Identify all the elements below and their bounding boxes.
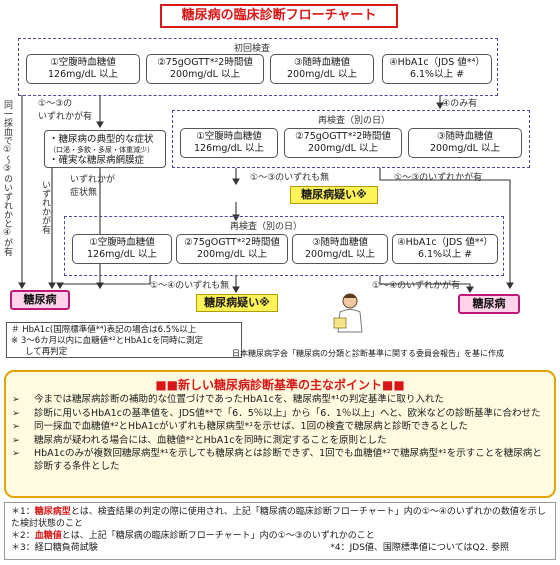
points-title: ■■新しい糖尿病診断基準の主なポイント■■: [155, 378, 405, 392]
item-line2: 200mg/dL 以上: [197, 249, 267, 260]
initial-test-label: 初回検査: [234, 44, 271, 54]
arrow-icon: ➢: [12, 407, 20, 419]
footnote-text: とは、検査結果の判定の際に使用され、上記「糖尿病の臨床診断フローチャート」内の①…: [11, 507, 546, 529]
footnote-2: ＊2：血糖値とは、上記「糖尿病の臨床診断フローチャート」内の①～③のいずれかのこ…: [11, 531, 375, 541]
page-title: 糖尿病の臨床診断フローチャート: [160, 4, 398, 28]
item-line1: ③随時血糖値: [436, 131, 494, 142]
retest2-label: 再検査（別の日）: [230, 222, 303, 232]
item-line2: 126mg/dL 以上: [194, 143, 264, 154]
item-line2: 126mg/dL 以上: [48, 69, 118, 80]
retest1-ogtt: ②75gOGTT*²2時間値 200mg/dL 以上: [284, 128, 402, 158]
arrow-icon: ➢: [12, 394, 20, 405]
symptom-line3: ・確実な糖尿病網膜症: [49, 155, 145, 166]
result-diabetes-left: 糖尿病: [10, 290, 70, 310]
points-item-text: HbA1cのみが複数回糖尿病型*¹を示しても糖尿病とは診断できず、1回でも血糖値…: [34, 448, 542, 472]
points-item: ➢ 診断に用いるHbA1cの基準値を、JDS値*⁴で「6．5％以上」から「6．1％…: [12, 408, 546, 421]
retest1-random: ③随時血糖値 200mg/dL 以上: [408, 128, 522, 158]
footnote-term: 血糖値: [34, 531, 62, 541]
item-line1: ④HbA1c（JDS 値*⁴）: [389, 57, 485, 68]
item-line2: 6.1%以上 #: [409, 69, 465, 80]
item-line2: 200mg/dL 以上: [170, 69, 240, 80]
initial-test-group: [18, 38, 498, 96]
item-line1: ①空腹時血糖値: [50, 57, 116, 68]
points-item-text: 同一採血で血糖値*²とHbA1cがいずれも糖尿病型*¹を示せば、1回の検査で糖尿…: [34, 421, 468, 432]
notes-box: ＃ HbA1c(国際標準値*⁴)表記の場合は6.5%以上 ※ 3～6カ月以内に血…: [6, 322, 242, 358]
symptom-line1: ・糖尿病の典型的な症状: [49, 134, 154, 145]
points-item: ➢ 糖尿病が疑われる場合には、血糖値*²とHbA1cを同時に測定することを原則とし…: [12, 435, 546, 448]
note-kome2: して再判定: [25, 347, 68, 357]
label-only4: ④のみ有: [442, 99, 478, 109]
footnote-4: *4：JDS値、国際標準値についてはQ2. 参照: [330, 543, 509, 553]
item-line1: ④HbA1c（JDS 値*⁴）: [397, 237, 493, 248]
item-line1: ①空腹時血糖値: [89, 237, 155, 248]
source-text: 日本糖尿病学会「糖尿病の分類と診断基準に関する委員会報告」を基に作成: [232, 349, 504, 358]
footnotes: ＊1：糖尿病型とは、検査結果の判定の際に使用され、上記「糖尿病の臨床診断フローチ…: [4, 502, 556, 560]
retest2-hba1c: ④HbA1c（JDS 値*⁴） 6.1%以上 #: [392, 234, 498, 264]
retest2-ogtt: ②75gOGTT*²2時間値 200mg/dL 以上: [176, 234, 288, 264]
points-item-text: 診断に用いるHbA1cの基準値を、JDS値*⁴で「6．5％以上」から「6．1％以…: [34, 407, 541, 419]
initial-test-random: ③随時血糖値 200mg/dL 以上: [270, 54, 374, 84]
label-any-symptom: いずれかが有: [40, 180, 50, 234]
item-line2: 200mg/dL 以上: [308, 143, 378, 154]
label-symptom-none: いずれかが 症状無: [70, 175, 116, 198]
arrow-icon: ➢: [12, 448, 20, 459]
points-item: ➢ HbA1cのみが複数回糖尿病型*¹を示しても糖尿病とは診断できず、1回でも血糖…: [12, 448, 546, 473]
label-r2-any: ①～④のいずれかが有: [372, 281, 461, 291]
label-r1-none: ①～③のいずれも無: [250, 173, 330, 183]
retest2-fasting: ①空腹時血糖値 126mg/dL 以上: [72, 234, 172, 264]
result-suspect-1: 糖尿病疑い※: [290, 186, 378, 204]
result-suspect-2: 糖尿病疑い※: [196, 294, 278, 312]
points-item-text: 今までは糖尿病診断の補助的な位置づけであったHbA1cを、糖尿病型*¹の判定基準…: [34, 394, 444, 405]
label-r2-none: ①～④のいずれも無: [150, 281, 230, 291]
doctor-illustration: [333, 293, 363, 333]
item-line1: ③随時血糖値: [311, 237, 369, 248]
footnote-1: ＊1：糖尿病型とは、検査結果の判定の際に使用され、上記「糖尿病の臨床診断フローチ…: [11, 507, 546, 529]
item-line1: ①空腹時血糖値: [196, 131, 262, 142]
retest1-fasting: ①空腹時血糖値 126mg/dL 以上: [180, 128, 278, 158]
footnote-3: ＊3：経口糖負荷試験: [11, 543, 98, 553]
initial-test-ogtt: ②75gOGTT*²2時間値 200mg/dL 以上: [146, 54, 264, 84]
arrow-icon: ➢: [12, 434, 20, 446]
result-diabetes-right: 糖尿病: [458, 294, 520, 314]
retest2-group: [64, 216, 504, 276]
points-item-text: 糖尿病が疑われる場合には、血糖値*²とHbA1cを同時に測定することを原則とした: [34, 434, 387, 446]
note-kome1: ※ 3～6カ月以内に血糖値*²とHbA1cを同時に測定: [11, 336, 203, 346]
label-same-sample: 同一採血で①～③のいずれかと④が有: [2, 100, 12, 256]
item-line2: 126mg/dL 以上: [87, 249, 157, 260]
item-line2: 200mg/dL 以上: [305, 249, 375, 260]
retest1-label: 再検査（別の日）: [318, 116, 391, 126]
symptom-line2: （口渇・多飲・多尿・体重減少）: [49, 146, 154, 154]
initial-test-fasting: ①空腹時血糖値 126mg/dL 以上: [26, 54, 140, 84]
points-item: ➢ 同一採血で血糖値*²とHbA1cがいずれも糖尿病型*¹を示せば、1回の検査で糖…: [12, 421, 546, 434]
item-line1: ③随時血糖値: [293, 57, 351, 68]
item-line2: 200mg/dL 以上: [430, 143, 500, 154]
initial-test-hba1c: ④HbA1c（JDS 値*⁴） 6.1%以上 #: [382, 54, 492, 84]
item-line1: ②75gOGTT*²2時間値: [157, 57, 253, 68]
label-any-1-3: ①～③の いずれかが有: [38, 99, 93, 122]
retest2-random: ③随時血糖値 200mg/dL 以上: [292, 234, 388, 264]
footnote-text: とは、上記「糖尿病の臨床診断フローチャート」内の①～③のいずれかのこと: [61, 531, 375, 541]
footnote-term: 糖尿病型: [34, 507, 71, 517]
item-line2: 6.1%以上 #: [417, 249, 473, 260]
arrow-icon: ➢: [12, 421, 20, 432]
item-line1: ②75gOGTT*²2時間値: [184, 237, 280, 248]
points-item: ➢ 今までは糖尿病診断の補助的な位置づけであったHbA1cを、糖尿病型*¹の判定基…: [12, 394, 546, 407]
retest1-group: [172, 110, 530, 168]
note-hash: ＃ HbA1c(国際標準値*⁴)表記の場合は6.5%以上: [11, 325, 197, 335]
symptoms-box: ・糖尿病の典型的な症状 （口渇・多飲・多尿・体重減少） ・確実な糖尿病網膜症: [44, 130, 166, 168]
points-box: ■■新しい糖尿病診断基準の主なポイント■■ ➢ 今までは糖尿病診断の補助的な位置づ…: [4, 370, 556, 498]
footnote-3-4: ＊3：経口糖負荷試験 *4：JDS値、国際標準値についてはQ2. 参照: [11, 542, 549, 554]
item-line1: ②75gOGTT*²2時間値: [295, 131, 391, 142]
footnote-text: 経口糖負荷試験: [34, 543, 98, 553]
item-line2: 200mg/dL 以上: [287, 69, 357, 80]
label-r1-any: ①～③のいずれかが有: [394, 173, 483, 183]
